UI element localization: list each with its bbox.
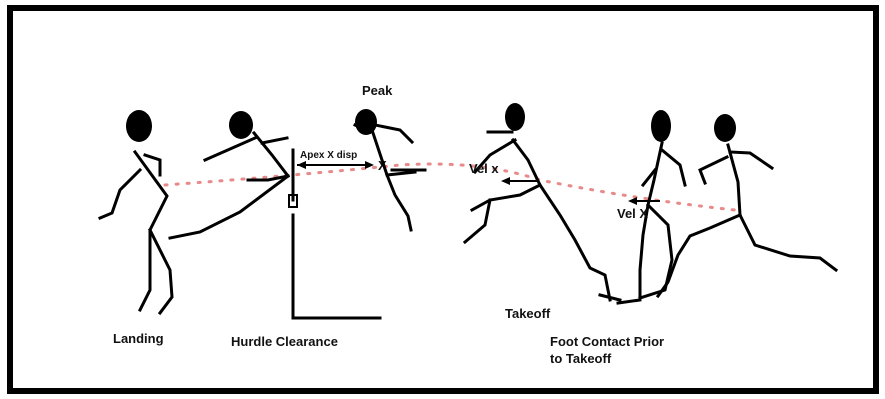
head (714, 114, 736, 142)
label-peak: Peak (362, 83, 393, 98)
head (126, 110, 152, 142)
label-landing: Landing (113, 331, 164, 346)
vel-x-arrow-1: Vel x (469, 161, 537, 185)
head (229, 111, 253, 139)
figure-landing (100, 110, 172, 313)
vel-x-label-2: Vel X (617, 206, 648, 221)
figure-foot-contact-rear (658, 114, 836, 296)
head (651, 110, 671, 142)
figure-takeoff (465, 103, 620, 300)
label-takeoff: Takeoff (505, 306, 551, 321)
head (505, 103, 525, 131)
label-foot-contact-line1: Foot Contact Prior (550, 334, 664, 349)
hurdle (289, 150, 380, 318)
label-hurdle-clearance: Hurdle Clearance (231, 334, 338, 349)
label-foot-contact-line2: to Takeoff (550, 351, 612, 366)
vel-x-label-1: Vel x (469, 161, 499, 176)
figure-hurdle-clearance (170, 111, 288, 238)
apex-label: Apex X disp (300, 150, 357, 161)
